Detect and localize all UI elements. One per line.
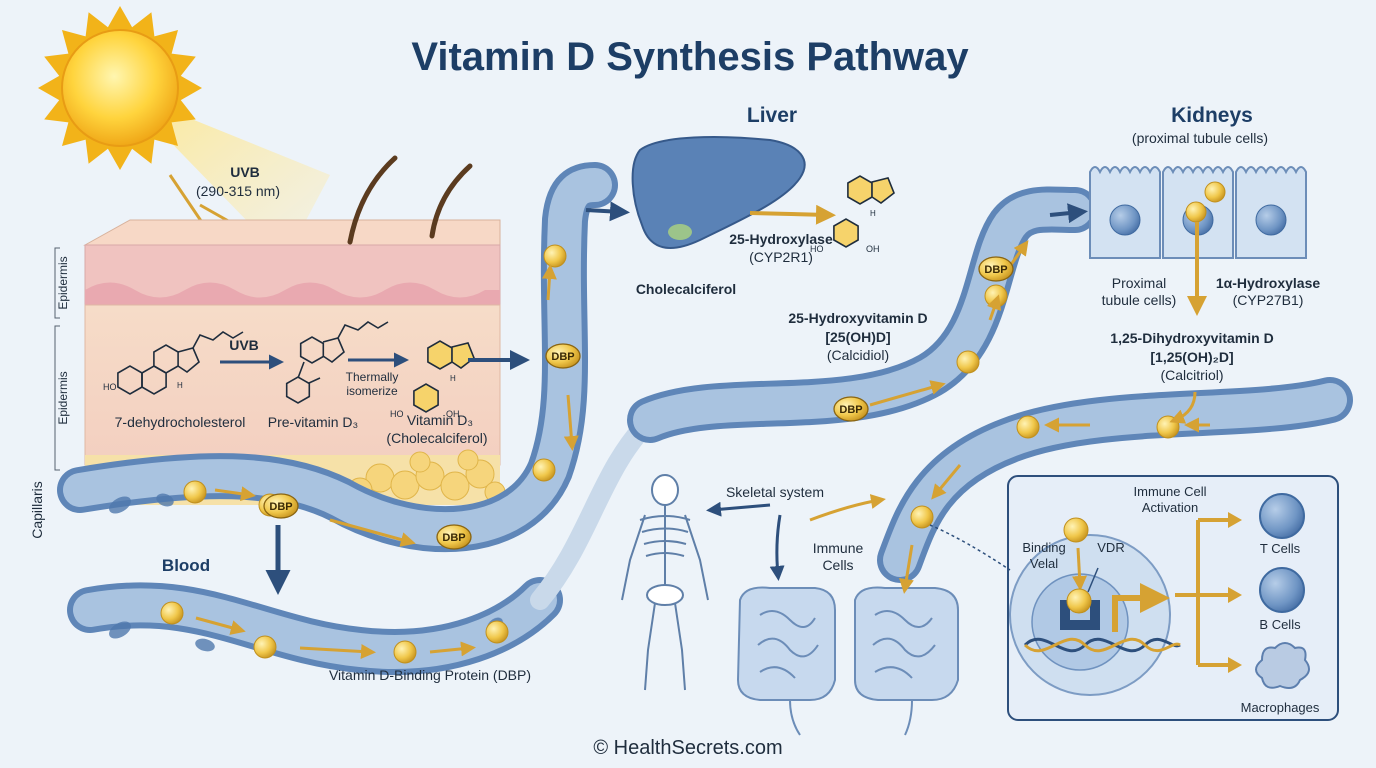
- liver-enzyme: 25-Hydroxylase: [729, 231, 833, 247]
- svg-text:OH: OH: [866, 244, 880, 254]
- kidneys-header: Kidneys: [1171, 104, 1253, 127]
- macrophage-icon: [1255, 642, 1310, 689]
- liver-icon: [631, 136, 806, 249]
- svg-text:HO: HO: [810, 244, 824, 254]
- immune-label-1: Immune: [813, 540, 864, 556]
- to-immune-arrow: [809, 494, 886, 522]
- uvb-label: UVB: [230, 164, 260, 180]
- calcitriol-release-arrow: [1169, 391, 1197, 424]
- uvb-range: (290-315 nm): [196, 183, 280, 199]
- svg-text:DBP: DBP: [269, 501, 292, 513]
- kidney-product-formula: [1,25(OH)₂D]: [1150, 349, 1233, 365]
- vessel-to-intestine-arrow: [899, 544, 914, 594]
- intestine-icon-left: [736, 586, 836, 736]
- vessel-to-kidney-arrow: [1049, 203, 1088, 224]
- molecule-7-dehydrocholesterol: HO H: [103, 331, 244, 395]
- vdr-label: VDR: [1097, 540, 1124, 555]
- svg-text:H: H: [870, 209, 876, 218]
- binding-label-1: Binding: [1022, 540, 1065, 555]
- skeletal-label: Skeletal system: [726, 484, 824, 500]
- svg-text:DBP: DBP: [984, 264, 1007, 276]
- b-cells-label: B Cells: [1259, 617, 1301, 632]
- liver-conversion-arrow: [749, 204, 836, 225]
- label-pre-vitamin-d3: Pre-vitamin D₃: [268, 414, 359, 430]
- immune-title-1: Immune Cell: [1134, 484, 1207, 499]
- t-cells-label: T Cells: [1260, 541, 1301, 556]
- liver-enzyme-gene: (CYP2R1): [749, 249, 813, 265]
- svg-text:HO: HO: [103, 382, 117, 392]
- svg-text:DBP: DBP: [839, 404, 862, 416]
- b-cell-icon: [1259, 567, 1305, 613]
- dbp-caption: Vitamin D-Binding Protein (DBP): [329, 667, 531, 683]
- binding-label-2: Velal: [1030, 556, 1058, 571]
- svg-text:H: H: [450, 374, 456, 383]
- liver-product-formula: [25(OH)D]: [825, 329, 890, 345]
- dbp-tags: DBP DBP DBP DBP DBP: [263, 256, 1014, 550]
- svg-text:H: H: [177, 381, 183, 390]
- molecule-vitamin-d3: H HO OH: [390, 340, 475, 419]
- kidney-product: 1,25-Dihydroxyvitamin D: [1110, 330, 1273, 346]
- capillaris-label: Capillaris: [29, 481, 45, 539]
- immune-title-2: Activation: [1142, 500, 1198, 515]
- kidney-cells-label-2: tubule cells): [1102, 292, 1177, 308]
- molecule-calcidiol: H HO OH: [810, 175, 895, 254]
- blood-label: Blood: [162, 556, 210, 575]
- svg-text:HO: HO: [390, 409, 404, 419]
- label-cholecalciferol-skin: (Cholecalciferol): [386, 430, 487, 446]
- vdr-bound-molecule: [1066, 588, 1092, 614]
- epidermis-label-top: Epidermis: [56, 256, 70, 309]
- label-vitamin-d3: Vitamin D₃: [407, 412, 473, 428]
- step-uvb-label: UVB: [229, 337, 259, 353]
- kidney-enzyme: 1α-Hydroxylase: [1216, 275, 1321, 291]
- svg-text:OH: OH: [446, 409, 460, 419]
- tubule-cells: [1089, 166, 1307, 259]
- epidermis-label-bottom: Epidermis: [56, 371, 70, 424]
- liver-input-label: Cholecalciferol: [636, 281, 736, 297]
- kidney-enzyme-gene: (CYP27B1): [1233, 292, 1304, 308]
- svg-text:DBP: DBP: [442, 532, 465, 544]
- gallbladder-icon: [668, 224, 692, 240]
- skeleton-icon: [621, 474, 709, 691]
- label-7-dehydrocholesterol: 7-dehydrocholesterol: [115, 414, 246, 430]
- sun-icon: [38, 6, 202, 170]
- step-thermal-1: Thermally: [346, 370, 399, 384]
- immune-vitd-molecule: [1063, 517, 1089, 543]
- to-skeleton-arrow: [706, 501, 771, 517]
- t-cell-icon: [1259, 493, 1305, 539]
- step-thermal-2: isomerize: [346, 384, 398, 398]
- molecule-pre-vitamin-d3: [285, 321, 389, 404]
- liver-header: Liver: [747, 104, 797, 127]
- svg-text:DBP: DBP: [551, 351, 574, 363]
- footer-credit: © HealthSecrets.com: [593, 737, 782, 759]
- flow-arrows: [195, 240, 1210, 659]
- macrophages-label: Macrophages: [1241, 700, 1320, 715]
- skin-layer-brackets: [54, 247, 60, 471]
- kidney-cells-label-1: Proximal: [1112, 275, 1166, 291]
- to-intestine-arrow: [769, 514, 785, 581]
- intestine-icon-right: [854, 586, 959, 736]
- immune-label-2: Cells: [822, 557, 853, 573]
- kidney-product-name: (Calcitriol): [1161, 367, 1224, 383]
- page-title: Vitamin D Synthesis Pathway: [411, 35, 969, 79]
- liver-product-name: (Calcidiol): [827, 347, 889, 363]
- kidneys-subheader: (proximal tubule cells): [1132, 130, 1268, 146]
- immune-activation-panel: [929, 475, 1339, 721]
- liver-product: 25-Hydroxyvitamin D: [788, 310, 927, 326]
- vessel-to-liver-arrow: [585, 201, 630, 222]
